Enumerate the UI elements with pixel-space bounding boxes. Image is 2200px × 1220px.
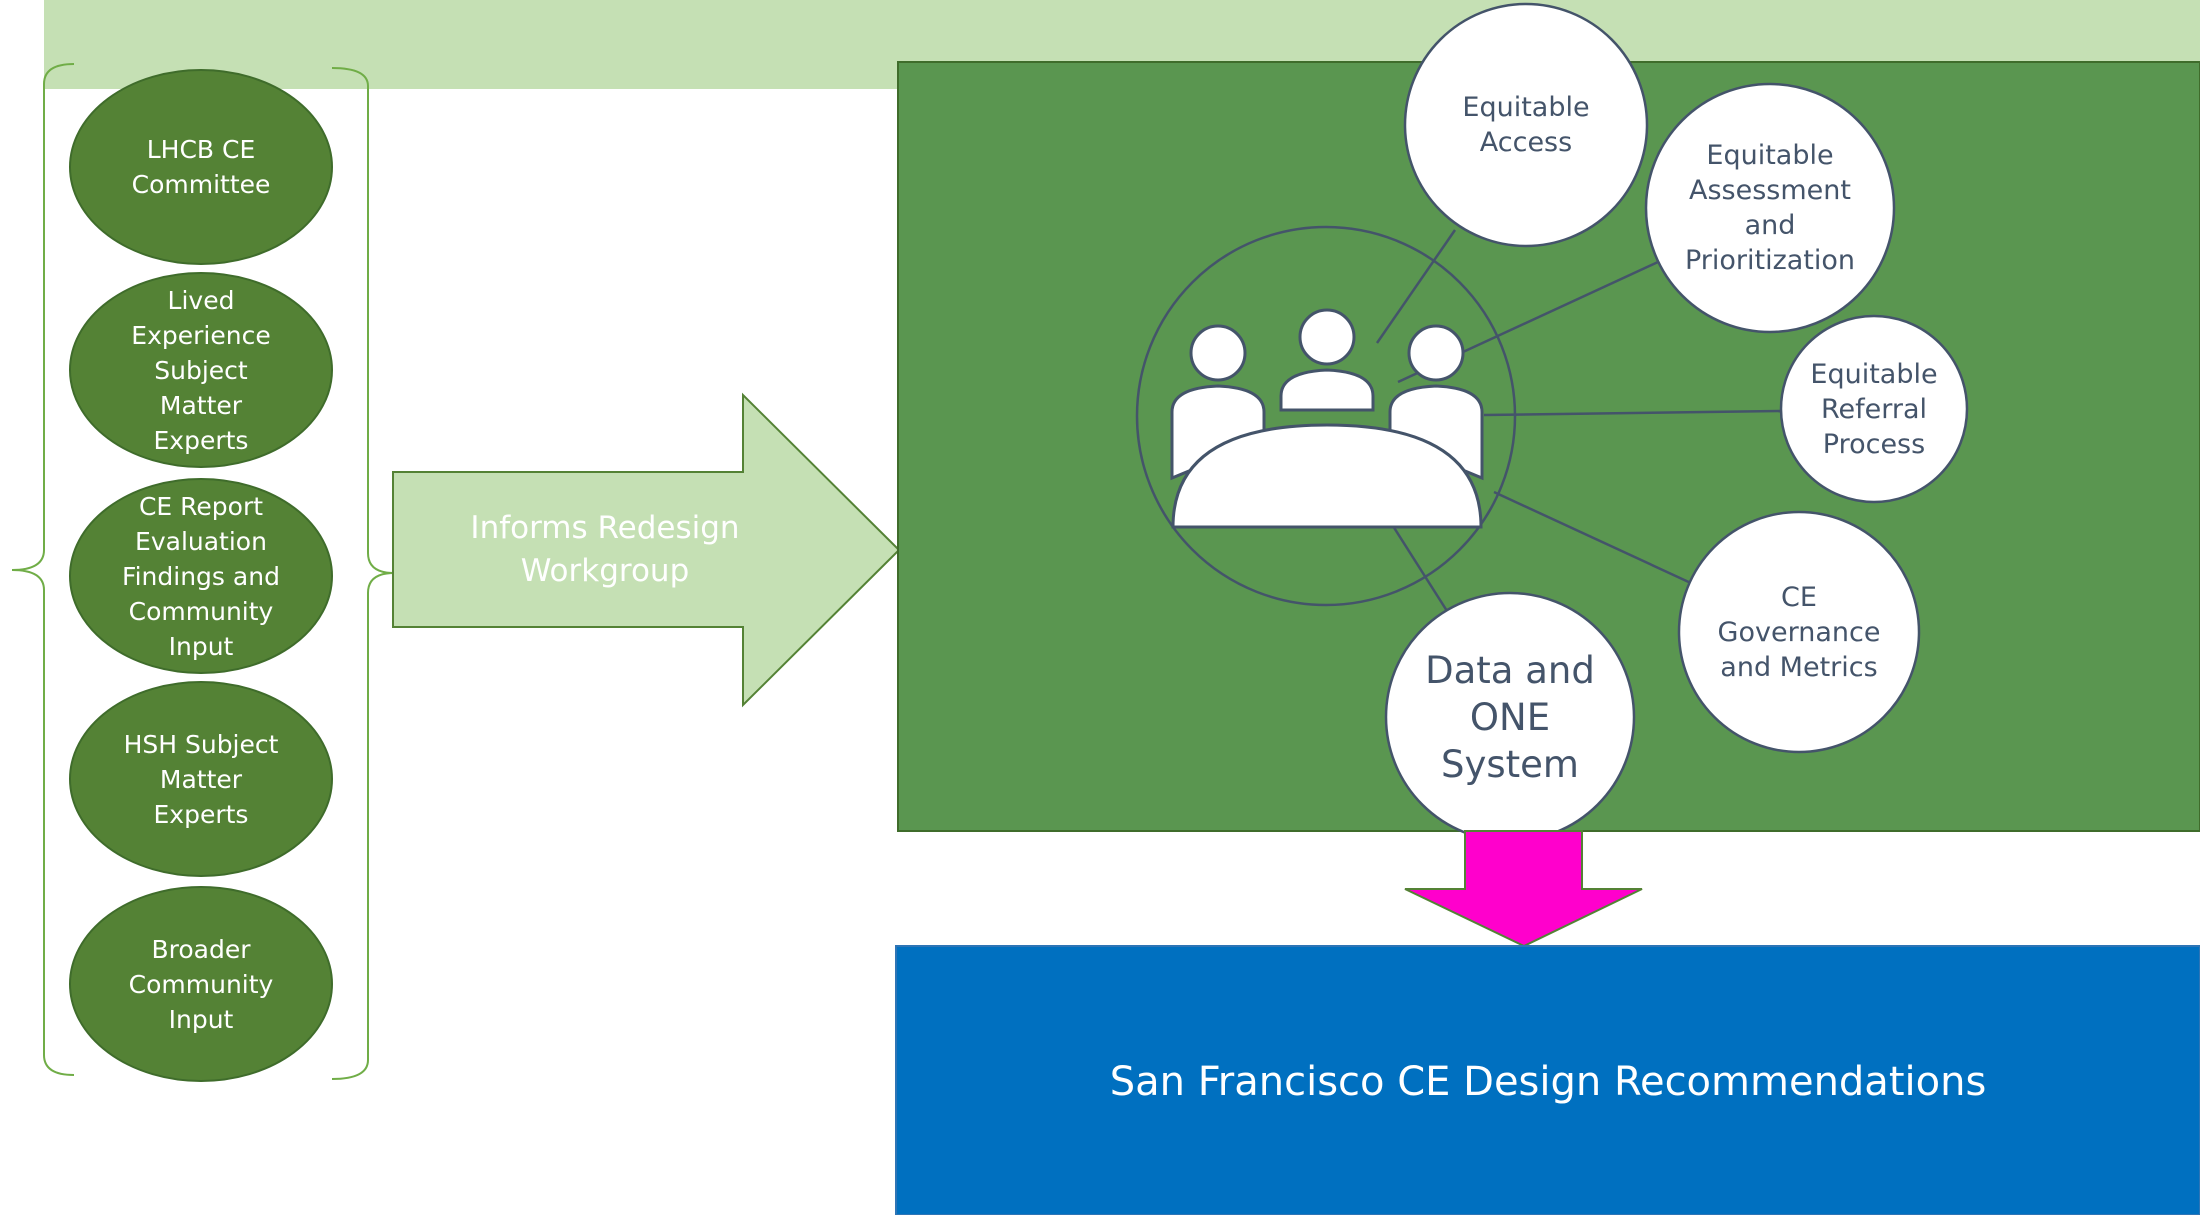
topic-label: Equitable Assessment and Prioritization xyxy=(1684,140,1856,276)
result-box xyxy=(895,945,2200,1216)
input-label: HSH Subject Matter Experts xyxy=(123,729,279,829)
left-brace xyxy=(11,63,75,1076)
topic-circle xyxy=(1779,314,1969,504)
input-label: Broader Community Input xyxy=(128,934,274,1034)
input-oval xyxy=(69,886,333,1082)
topic-label: Equitable Referral Process xyxy=(1810,358,1938,460)
arrow-label: Informs Redesign Workgroup xyxy=(470,510,740,589)
topic-label: CE Governance and Metrics xyxy=(1717,581,1881,683)
workgroup-circle xyxy=(1135,225,1517,607)
topic-label: Equitable Access xyxy=(1462,92,1590,158)
right-brace xyxy=(331,67,395,1080)
input-label: Lived Experience Subject Matter Experts xyxy=(131,285,271,455)
topic-circle xyxy=(1677,510,1921,754)
input-oval xyxy=(69,272,333,468)
input-oval xyxy=(69,681,333,877)
people-around-table-icon xyxy=(1170,308,1484,529)
topic-circle xyxy=(1644,82,1896,334)
down-arrow xyxy=(1404,830,1643,948)
result-label: San Francisco CE Design Recommendations xyxy=(1109,1059,1987,1105)
topic-label: Data and ONE System xyxy=(1425,648,1595,786)
input-label: CE Report Evaluation Findings and Commun… xyxy=(122,491,280,661)
input-label: LHCB CE Committee xyxy=(131,135,271,199)
topic-circle xyxy=(1403,2,1649,248)
informs-arrow xyxy=(392,392,901,708)
input-oval xyxy=(69,478,333,674)
input-oval xyxy=(69,69,333,265)
